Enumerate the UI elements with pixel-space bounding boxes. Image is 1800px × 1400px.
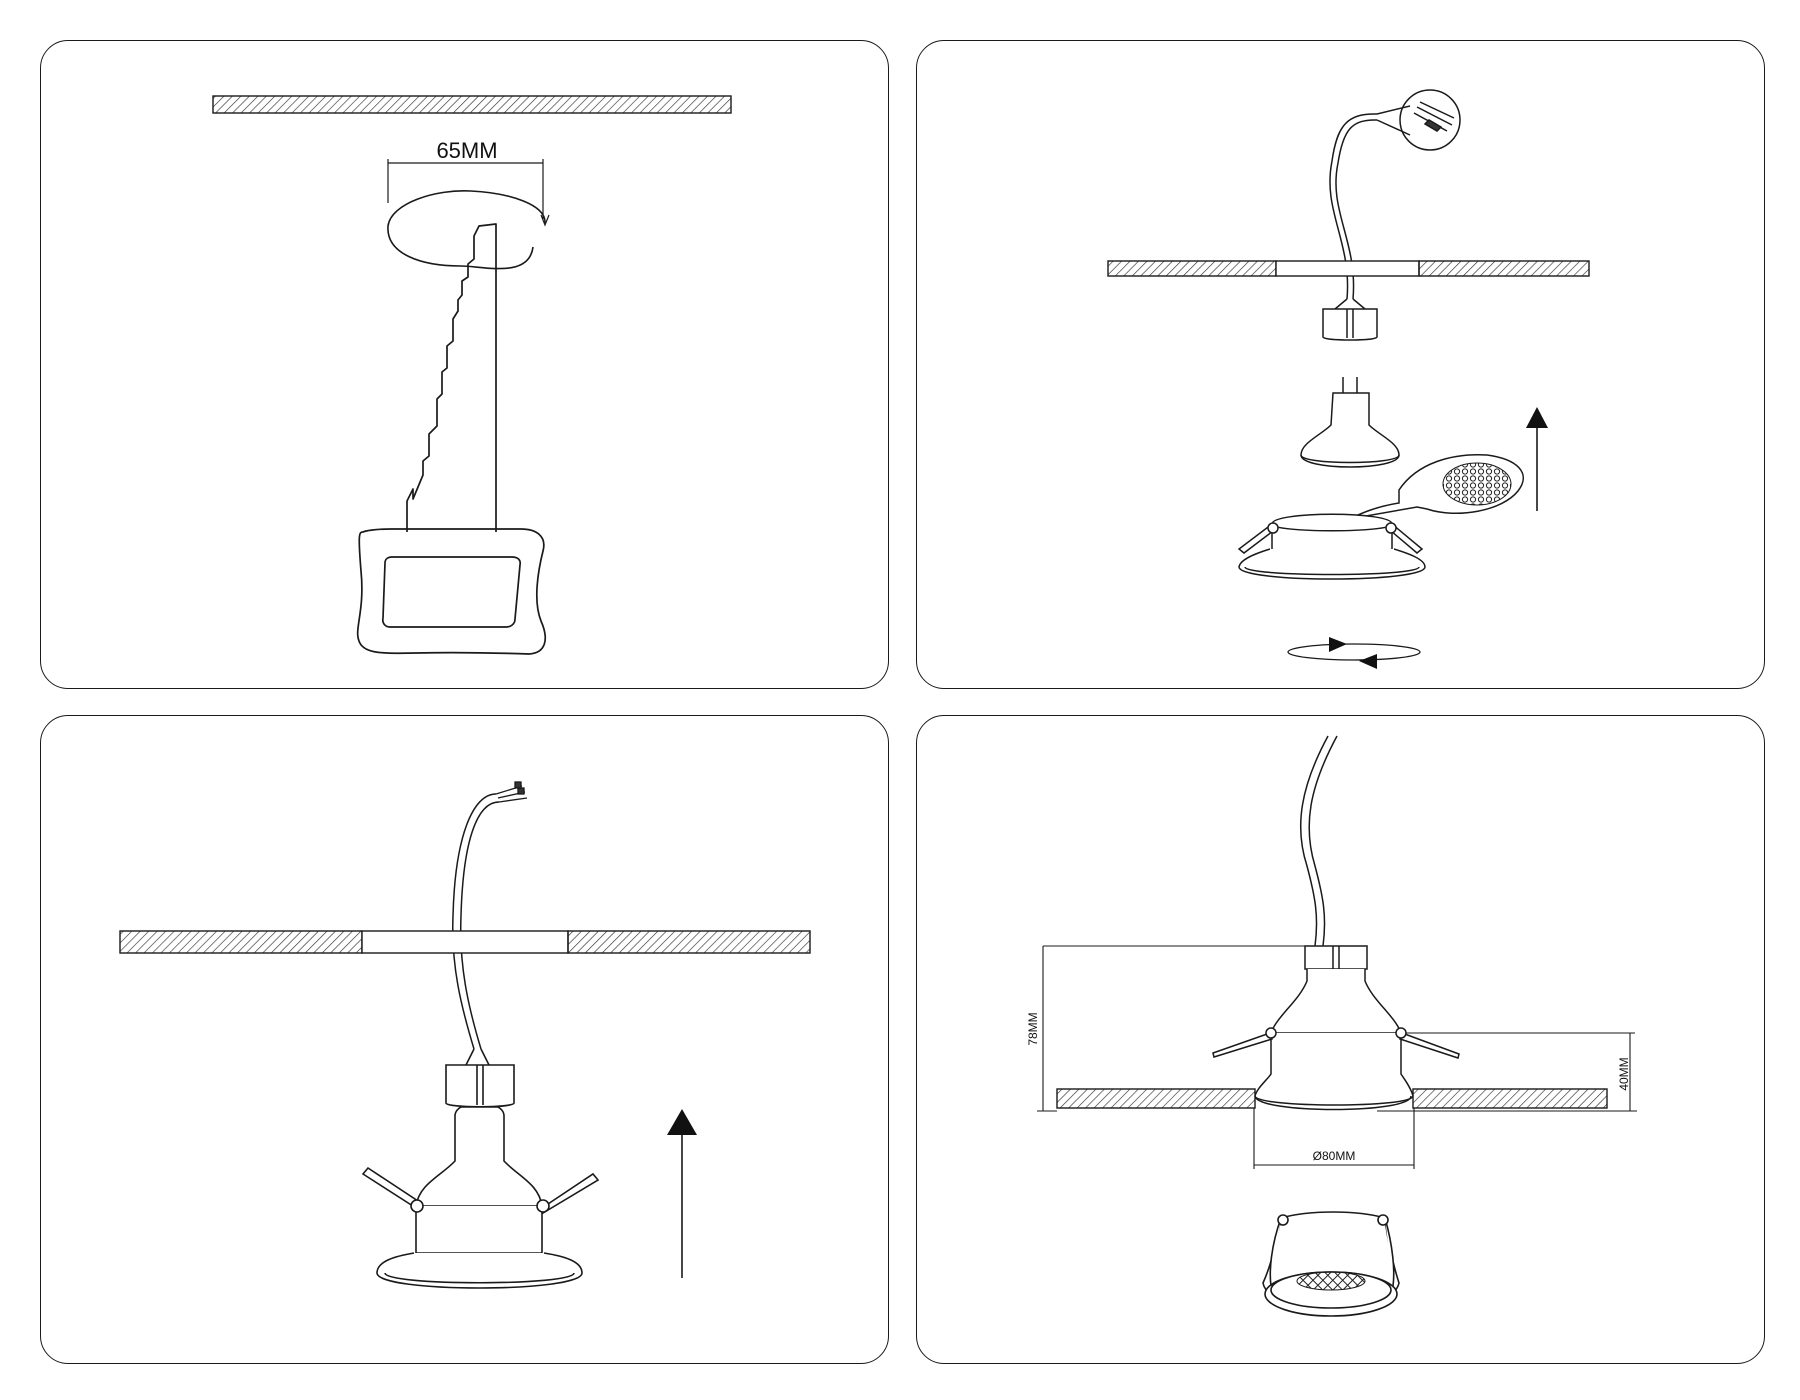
height-dimension	[1037, 945, 1305, 1112]
honeycomb-lens-callout	[1348, 454, 1524, 520]
push-up-arrow-icon	[667, 1109, 697, 1278]
assembled-downlight	[361, 1048, 600, 1289]
hole-dimension	[387, 159, 544, 219]
ceiling-right	[1412, 1088, 1608, 1109]
step-insert-lamp-panel	[916, 40, 1765, 689]
gu10-bulb	[1300, 377, 1400, 468]
ceiling-right	[567, 930, 811, 954]
installed-downlight	[1212, 945, 1460, 1111]
connector-detail	[1376, 89, 1461, 151]
dimensions-panel: 78MM 40MM Ø80MM	[916, 715, 1765, 1364]
ceiling-left	[1056, 1088, 1256, 1109]
depth-dimension	[1362, 1032, 1637, 1112]
insert-up-arrow-icon	[1526, 407, 1548, 511]
lamp-socket	[1322, 298, 1378, 341]
step-cut-hole-panel: 65MM	[40, 40, 889, 689]
hole-circle	[387, 190, 550, 270]
rotate-arrows-icon	[1287, 637, 1421, 669]
ceiling-right	[1418, 260, 1590, 277]
fixture-bottom-view	[1262, 1211, 1400, 1317]
ceiling-opening	[1275, 260, 1420, 277]
wire-ends-icon	[495, 781, 528, 803]
diameter-label: Ø80MM	[1313, 1149, 1356, 1163]
power-cable	[451, 793, 497, 1050]
ceiling-left	[119, 930, 363, 954]
power-cable	[1299, 735, 1329, 947]
height-label: 78MM	[1026, 1012, 1040, 1045]
depth-label: 40MM	[1617, 1057, 1631, 1090]
power-cable	[1329, 113, 1378, 300]
saw-icon	[356, 223, 547, 655]
fixture-ring	[1237, 513, 1426, 580]
ceiling-left	[1107, 260, 1277, 277]
step-mount-fixture-panel	[40, 715, 889, 1364]
hole-diameter-label: 65MM	[436, 138, 497, 163]
ceiling-opening	[361, 930, 569, 954]
ceiling-board	[212, 95, 732, 114]
diameter-dimension	[1253, 1108, 1415, 1169]
